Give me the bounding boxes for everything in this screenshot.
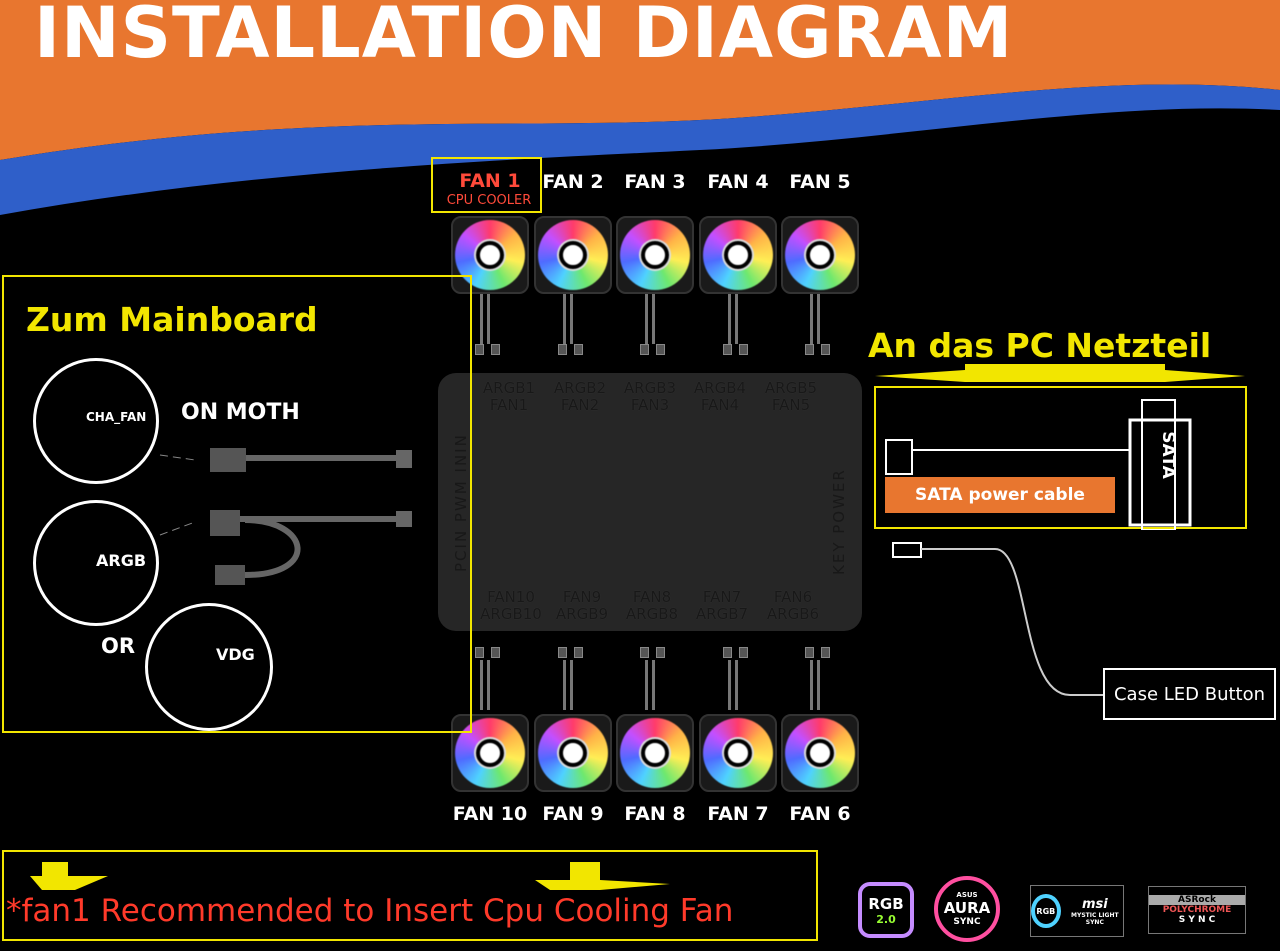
- fan-label-top: FAN 4: [707, 171, 769, 193]
- fan-cable: [810, 660, 820, 710]
- fan-cable: [563, 294, 573, 344]
- fan-plug: [805, 344, 814, 355]
- psu-arrow: [875, 364, 1245, 382]
- fan-plug: [640, 344, 649, 355]
- fan-hub: [438, 373, 862, 631]
- fan-label-top: FAN 3: [624, 171, 686, 193]
- fan-top: [451, 216, 529, 294]
- fan-plug: [640, 647, 649, 658]
- fan-label-bottom: FAN 8: [624, 803, 686, 825]
- on-moth-label: ON MOTH: [181, 400, 300, 425]
- page-title: INSTALLATION DIAGRAM: [34, 0, 1014, 74]
- fan-plug: [805, 647, 814, 658]
- vdg-label: VDG: [216, 645, 255, 664]
- fan-plug: [491, 344, 500, 355]
- note-box: [2, 850, 818, 941]
- fan-plug: [821, 647, 830, 658]
- led-button-cable: [892, 542, 1105, 696]
- fan-plug: [558, 344, 567, 355]
- header-banner: [0, 0, 1280, 215]
- note-arrows: [30, 862, 670, 890]
- mainboard-cables: [159, 448, 412, 585]
- hub-right-labels: KEY POWER: [830, 468, 848, 575]
- argb-circle: [33, 500, 159, 626]
- fan-label-bottom: FAN 10: [452, 803, 528, 825]
- fan-top: [699, 216, 777, 294]
- fan-plug: [739, 344, 748, 355]
- fan-plug: [739, 647, 748, 658]
- sata-cable: [885, 399, 1192, 530]
- fan-bottom: [451, 714, 529, 792]
- fan-bottom: [699, 714, 777, 792]
- argb-label: ARGB: [96, 551, 147, 570]
- cha-fan-label: CHA_FAN: [86, 410, 147, 424]
- fan-bottom: [616, 714, 694, 792]
- fan-bottom: [534, 714, 612, 792]
- fan-plug: [558, 647, 567, 658]
- psu-panel: [874, 386, 1247, 529]
- mainboard-title: Zum Mainboard: [26, 300, 318, 339]
- fan-cable: [480, 660, 490, 710]
- fan-top: [616, 216, 694, 294]
- cpu-fan-note: *fan1 Recommended to Insert Cpu Cooling …: [6, 893, 734, 929]
- fan-label-bottom: FAN 6: [789, 803, 851, 825]
- fan-plug: [574, 647, 583, 658]
- cpu-cooler-label: CPU COOLER: [446, 193, 532, 208]
- fan-plug: [475, 647, 484, 658]
- fan-cable: [728, 660, 738, 710]
- fan-plug: [574, 344, 583, 355]
- fan-plug: [723, 344, 732, 355]
- fan-top: [781, 216, 859, 294]
- fan-cable: [563, 660, 573, 710]
- fan-plug: [656, 647, 665, 658]
- mainboard-panel: [2, 275, 472, 733]
- psu-title: An das PC Netzteil: [868, 326, 1212, 365]
- fan-cable: [645, 294, 655, 344]
- fan-plug: [723, 647, 732, 658]
- sata-cable-label: SATA power cable: [885, 477, 1115, 513]
- cha-fan-circle: [33, 358, 159, 484]
- fan1-highlight-box: [431, 157, 542, 213]
- case-led-button-label: Case LED Button: [1103, 668, 1276, 720]
- fan-cable: [645, 660, 655, 710]
- fan-cable: [480, 294, 490, 344]
- vdg-circle: [145, 603, 273, 731]
- fan-label-top: FAN 1: [459, 170, 521, 192]
- or-label: OR: [101, 634, 136, 658]
- fan-bottom: [781, 714, 859, 792]
- fan-label-bottom: FAN 7: [707, 803, 769, 825]
- fan-plug: [491, 647, 500, 658]
- fan-top: [534, 216, 612, 294]
- fan-plug: [656, 344, 665, 355]
- fan-label-bottom: FAN 9: [542, 803, 604, 825]
- fan-plug: [475, 344, 484, 355]
- fan-plug: [821, 344, 830, 355]
- fan-label-top: FAN 2: [542, 171, 604, 193]
- fan-cable: [810, 294, 820, 344]
- sata-connector-label: SATA: [1157, 431, 1178, 479]
- fan-label-top: FAN 5: [789, 171, 851, 193]
- fan-cable: [728, 294, 738, 344]
